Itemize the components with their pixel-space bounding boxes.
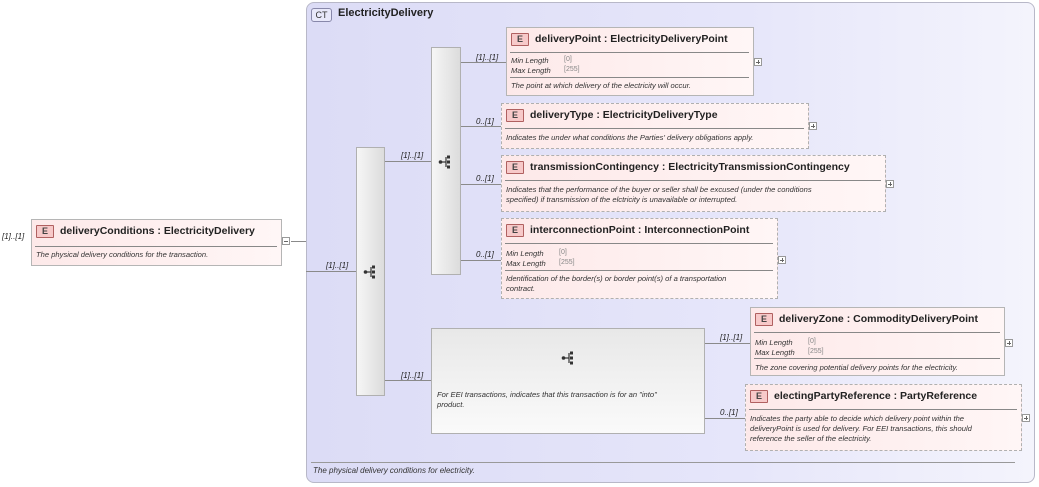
element-doc: The physical delivery conditions for the… (36, 250, 209, 259)
element-name: deliveryPoint : ElectricityDeliveryPoint (535, 33, 728, 45)
min-length-value: [0] (559, 249, 567, 256)
element-divider (510, 77, 749, 78)
element-name: deliveryConditions : ElectricityDelivery (60, 225, 255, 237)
element-name: deliveryZone : CommodityDeliveryPoint (779, 313, 978, 325)
complex-type-badge: CT (311, 8, 332, 22)
element-divider (749, 409, 1017, 410)
element-doc: Indicates the under what conditions the … (506, 133, 754, 142)
expand-toggle[interactable] (809, 122, 817, 130)
min-length-label: Min Length (755, 338, 793, 347)
sequence-icon (561, 351, 573, 365)
complex-type-doc: The physical delivery conditions for ele… (313, 466, 475, 475)
element-doc: contract. (506, 284, 536, 293)
element-badge: E (750, 390, 768, 403)
connector-line (461, 260, 501, 261)
min-length-value: [0] (564, 56, 572, 63)
element-deliveryPoint[interactable]: E deliveryPoint : ElectricityDeliveryPoi… (506, 27, 754, 96)
element-doc: The zone covering potential delivery poi… (755, 363, 958, 372)
upper-seq-cardinality: [1]..[1] (401, 151, 424, 160)
element-divider (505, 270, 773, 271)
connector-line (461, 62, 506, 63)
max-length-label: Max Length (755, 348, 795, 357)
sequence-doc: For EEI transactions, indicates that thi… (437, 390, 657, 399)
element-doc: reference the seller of the electricity. (750, 434, 872, 443)
element-badge: E (511, 33, 529, 46)
root-element-deliveryConditions[interactable]: E deliveryConditions : ElectricityDelive… (31, 219, 282, 266)
element-cardinality: [1]..[1] (720, 333, 743, 342)
connector-line (291, 241, 306, 242)
max-length-value: [255] (564, 66, 580, 73)
connector-line (461, 126, 501, 127)
element-deliveryZone[interactable]: E deliveryZone : CommodityDeliveryPoint … (750, 307, 1005, 376)
element-name: interconnectionPoint : InterconnectionPo… (530, 224, 750, 236)
element-badge: E (36, 225, 54, 238)
element-divider (505, 180, 881, 181)
max-length-label: Max Length (511, 66, 551, 75)
max-length-value: [255] (808, 348, 824, 355)
sequence-icon (363, 265, 375, 279)
sequence-doc: product. (437, 400, 465, 409)
element-divider (35, 246, 277, 247)
max-length-label: Max Length (506, 259, 546, 268)
element-transmissionContingency[interactable]: E transmissionContingency : ElectricityT… (501, 155, 886, 212)
element-cardinality: 0..[1] (476, 250, 494, 259)
element-badge: E (506, 109, 524, 122)
min-length-label: Min Length (506, 249, 544, 258)
element-badge: E (506, 224, 524, 237)
element-interconnectionPoint[interactable]: E interconnectionPoint : Interconnection… (501, 218, 778, 299)
element-cardinality: 0..[1] (476, 174, 494, 183)
expand-toggle[interactable] (1022, 414, 1030, 422)
element-cardinality: 0..[1] (720, 408, 738, 417)
sequence-compositor-lower[interactable]: For EEI transactions, indicates that thi… (431, 328, 705, 434)
element-deliveryType[interactable]: E deliveryType : ElectricityDeliveryType… (501, 103, 809, 149)
element-doc: Indicates the party able to decide which… (750, 414, 965, 423)
connector-line (385, 161, 431, 162)
element-divider (510, 52, 749, 53)
element-badge: E (506, 161, 524, 174)
element-name: deliveryType : ElectricityDeliveryType (530, 109, 718, 121)
element-divider (505, 243, 773, 244)
element-doc: Indicates that the performance of the bu… (506, 185, 812, 194)
expand-toggle[interactable] (1005, 339, 1013, 347)
main-seq-cardinality: [1]..[1] (326, 261, 349, 270)
lower-seq-cardinality: [1]..[1] (401, 371, 424, 380)
element-badge: E (755, 313, 773, 326)
root-cardinality: [1]..[1] (2, 232, 25, 241)
expand-toggle[interactable] (886, 180, 894, 188)
element-cardinality: [1]..[1] (476, 53, 499, 62)
element-electingPartyReference[interactable]: E electingPartyReference : PartyReferenc… (745, 384, 1022, 451)
element-name: transmissionContingency : ElectricityTra… (530, 161, 850, 173)
complex-type-title: ElectricityDelivery (338, 7, 434, 19)
connector-line (306, 271, 356, 272)
sequence-compositor-upper[interactable] (431, 47, 461, 275)
connector-line (461, 184, 501, 185)
connector-line (385, 380, 431, 381)
element-divider (505, 128, 804, 129)
min-length-label: Min Length (511, 56, 549, 65)
element-doc: The point at which delivery of the elect… (511, 81, 691, 90)
min-length-value: [0] (808, 338, 816, 345)
element-divider (754, 332, 1000, 333)
element-name: electingPartyReference : PartyReference (774, 390, 978, 402)
element-doc: Identification of the border(s) or borde… (506, 274, 727, 283)
connector-line (705, 343, 750, 344)
max-length-value: [255] (559, 259, 575, 266)
element-doc: deliveryPoint is used for delivery. For … (750, 424, 972, 433)
complex-type-divider (311, 462, 1015, 463)
expand-toggle[interactable] (754, 58, 762, 66)
connector-line (705, 418, 745, 419)
sequence-icon (438, 155, 450, 169)
collapse-toggle[interactable] (282, 237, 290, 245)
element-divider (754, 358, 1000, 359)
element-doc: specified) if transmission of the elctri… (506, 195, 738, 204)
sequence-compositor-main[interactable] (356, 147, 385, 396)
expand-toggle[interactable] (778, 256, 786, 264)
element-cardinality: 0..[1] (476, 117, 494, 126)
